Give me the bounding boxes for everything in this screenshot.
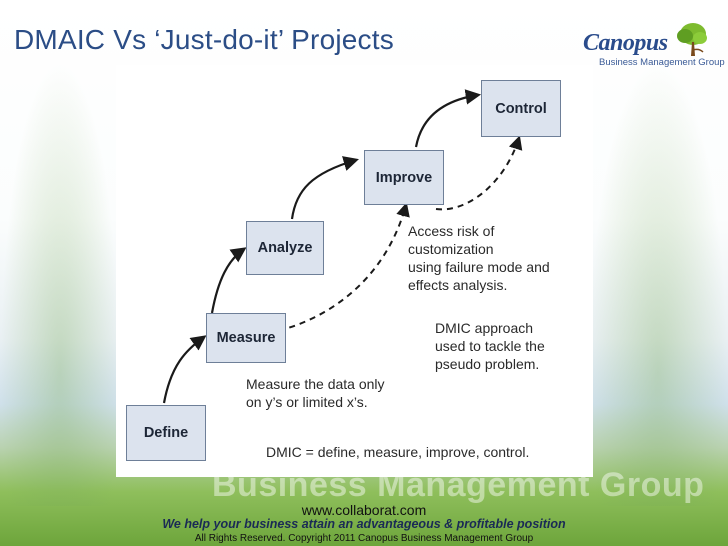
- note-access-risk: Access risk of customization using failu…: [408, 223, 550, 293]
- step-analyze-label: Analyze: [257, 240, 313, 256]
- note-dmic-approach: DMIC approach used to tackle the pseudo …: [435, 320, 545, 372]
- arrow-define-to-measure: [162, 335, 207, 404]
- arrow-improve-to-control: [414, 89, 482, 148]
- company-logo: Canopus Business Management Group: [583, 23, 725, 74]
- footer-tagline: We help your business attain an advantag…: [162, 517, 566, 531]
- logo-wordmark: Canopus: [583, 30, 668, 56]
- footer-copyright: All Rights Reserved. Copyright 2011 Cano…: [194, 533, 534, 544]
- step-measure: Measure: [206, 313, 286, 363]
- dashed-arrow-measure-to-improve: [267, 202, 410, 334]
- step-define-label: Define: [143, 425, 189, 441]
- background-foliage-right: [588, 60, 728, 506]
- step-measure-label: Measure: [216, 330, 276, 346]
- step-analyze: Analyze: [246, 221, 324, 275]
- note-dmic-definition: DMIC = define, measure, improve, control…: [266, 444, 530, 460]
- arrow-analyze-to-improve: [290, 156, 359, 220]
- step-control-label: Control: [495, 100, 547, 117]
- arrow-measure-to-analyze: [210, 247, 247, 314]
- dashed-arrow-improve-to-control: [435, 135, 523, 211]
- step-improve-label: Improve: [375, 169, 433, 186]
- slide-title: DMAIC Vs ‘Just-do-it’ Projects: [14, 24, 394, 55]
- diagram-arrows: [162, 89, 523, 404]
- step-define: Define: [126, 405, 206, 461]
- footer-url: www.collaborat.com: [301, 502, 427, 518]
- step-control: Control: [481, 80, 561, 137]
- step-improve: Improve: [364, 150, 444, 205]
- logo-subtitle: Business Management Group: [599, 57, 725, 68]
- dmaic-diagram: Define Measure Analyze Improve Control M…: [116, 65, 593, 477]
- background-foliage-left: [0, 60, 120, 506]
- note-measure-data: Measure the data only on y’s or limited …: [246, 376, 385, 410]
- tree-logo-icon: [677, 23, 707, 56]
